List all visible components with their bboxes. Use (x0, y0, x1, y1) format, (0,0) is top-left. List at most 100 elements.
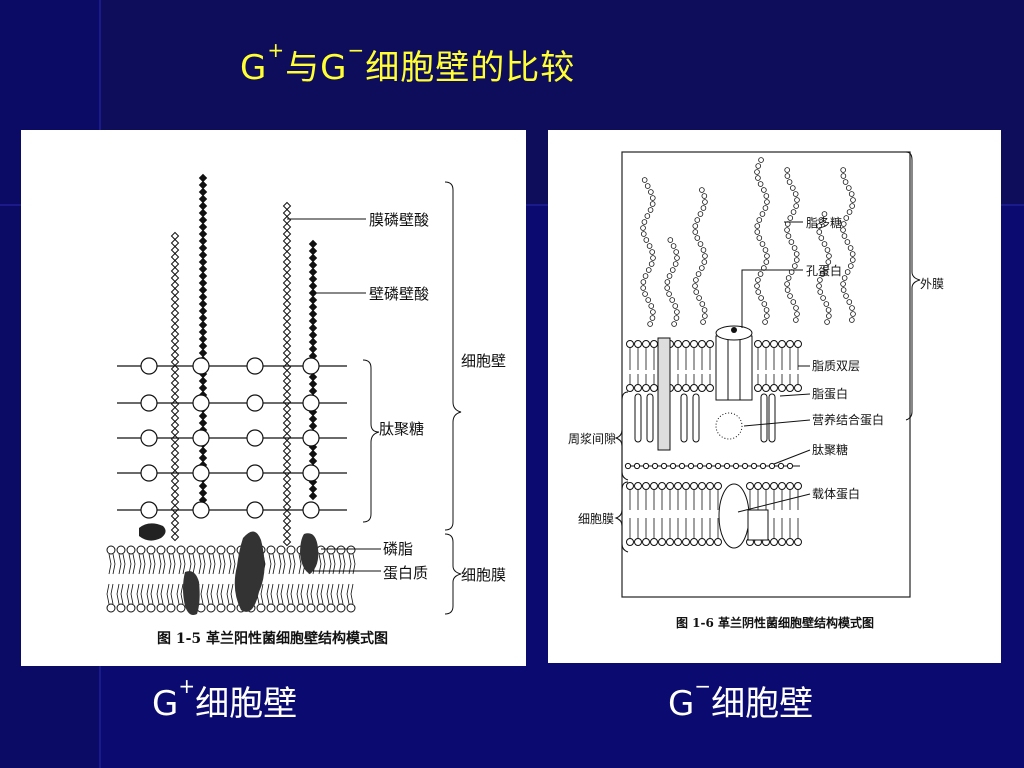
teichoic-unit (308, 421, 318, 431)
sugar-unit (794, 311, 800, 317)
lipid-tail (268, 553, 276, 575)
sugar-unit (786, 179, 793, 185)
teichoic-unit (198, 173, 208, 183)
sugar-unit (674, 309, 680, 315)
teichoic-unit (170, 350, 180, 360)
sugar-unit (642, 273, 649, 279)
label-outer-membrane: 外膜 (920, 277, 944, 291)
teichoic-unit (282, 467, 292, 477)
lipid-head (136, 603, 146, 613)
teichoic-unit (282, 320, 292, 330)
title-g1: G (240, 48, 268, 88)
sugar-unit (645, 267, 652, 273)
teichoic-unit (170, 532, 180, 542)
teichoic-unit (282, 299, 292, 309)
sugar-unit (695, 271, 702, 277)
sugar-unit (692, 283, 698, 289)
lipid-head (176, 545, 186, 555)
sugar-unit (702, 313, 708, 319)
sugar-unit (650, 255, 656, 261)
sugar-unit (844, 269, 851, 275)
porin (715, 325, 753, 401)
caption-g: G (152, 684, 179, 724)
sugar-unit (826, 253, 832, 259)
teichoic-unit (170, 378, 180, 388)
lipid-head (642, 538, 650, 546)
sugar-unit (759, 211, 766, 217)
lipid-head (126, 545, 136, 555)
sugar-unit (824, 319, 830, 325)
lipid-head (336, 545, 346, 555)
teichoic-unit (308, 288, 318, 298)
sugar-unit (697, 241, 704, 247)
glycan-unit (714, 462, 722, 470)
sugar-unit (841, 233, 848, 239)
teichoic-unit (170, 343, 180, 353)
sugar-unit (641, 177, 648, 183)
peptide-node (192, 501, 210, 519)
teichoic-unit (282, 236, 292, 246)
sugar-unit (816, 229, 823, 235)
lipid-tail (278, 553, 286, 575)
teichoic-unit (170, 322, 180, 332)
lipid-head (226, 545, 236, 555)
teichoic-unit (170, 525, 180, 535)
teichoic-unit (282, 516, 292, 526)
sugar-unit (763, 307, 770, 313)
lipid-head (698, 482, 706, 490)
teichoic-unit (198, 187, 208, 197)
lipid-head (626, 384, 634, 392)
sugar-unit (843, 215, 850, 221)
lipid-head (762, 482, 770, 490)
sugar-unit (840, 287, 847, 293)
sugar-unit (792, 263, 798, 269)
teichoic-unit (198, 341, 208, 351)
teichoic-unit (282, 257, 292, 267)
sugar-unit (840, 281, 846, 287)
label-cell-membrane: 细胞膜 (578, 512, 614, 526)
teichoic-unit (198, 488, 208, 498)
teichoic-unit (282, 474, 292, 484)
lipid-head (706, 482, 714, 490)
sugar-unit (820, 295, 826, 301)
lipid-head (770, 482, 778, 490)
sugar-unit (701, 259, 708, 265)
teichoic-unit (282, 537, 292, 547)
sugar-unit (821, 241, 828, 247)
sugar-unit (647, 207, 654, 213)
label-lipoteichoic-acid: 膜磷壁酸 (369, 211, 429, 229)
lipid-head (146, 545, 156, 555)
teichoic-unit (308, 484, 318, 494)
lipid-tail (288, 553, 296, 575)
sugar-unit (700, 319, 706, 325)
lipid-head (346, 545, 356, 555)
lipid-head (156, 545, 166, 555)
lipid-head (116, 603, 126, 613)
teichoic-unit (282, 348, 292, 358)
teichoic-unit (170, 413, 180, 423)
sugar-unit (849, 317, 855, 323)
sugar-unit (840, 227, 846, 233)
sugar-unit (641, 219, 648, 225)
sugar-unit (792, 191, 799, 197)
lipid-head (276, 545, 286, 555)
lipid-head (794, 340, 802, 348)
teichoic-unit (308, 267, 318, 277)
channel-protein (657, 337, 671, 451)
sugar-unit (644, 213, 651, 219)
lipid-tail (156, 583, 164, 605)
sugar-unit (784, 281, 790, 287)
sugar-unit (823, 265, 829, 271)
label-cell-membrane: 细胞膜 (461, 566, 506, 584)
teichoic-unit (308, 239, 318, 249)
lipid-head (206, 545, 216, 555)
lipid-head (762, 384, 770, 392)
lipid-head (266, 603, 276, 613)
sugar-unit (841, 275, 848, 281)
teichoic-unit (198, 264, 208, 274)
lipid-head (316, 603, 326, 613)
sugar-unit (647, 321, 653, 327)
peptidoglycan-grid (117, 357, 347, 519)
sugar-unit (793, 251, 800, 257)
label-periplasmic-space: 周浆间隙 (568, 431, 616, 446)
